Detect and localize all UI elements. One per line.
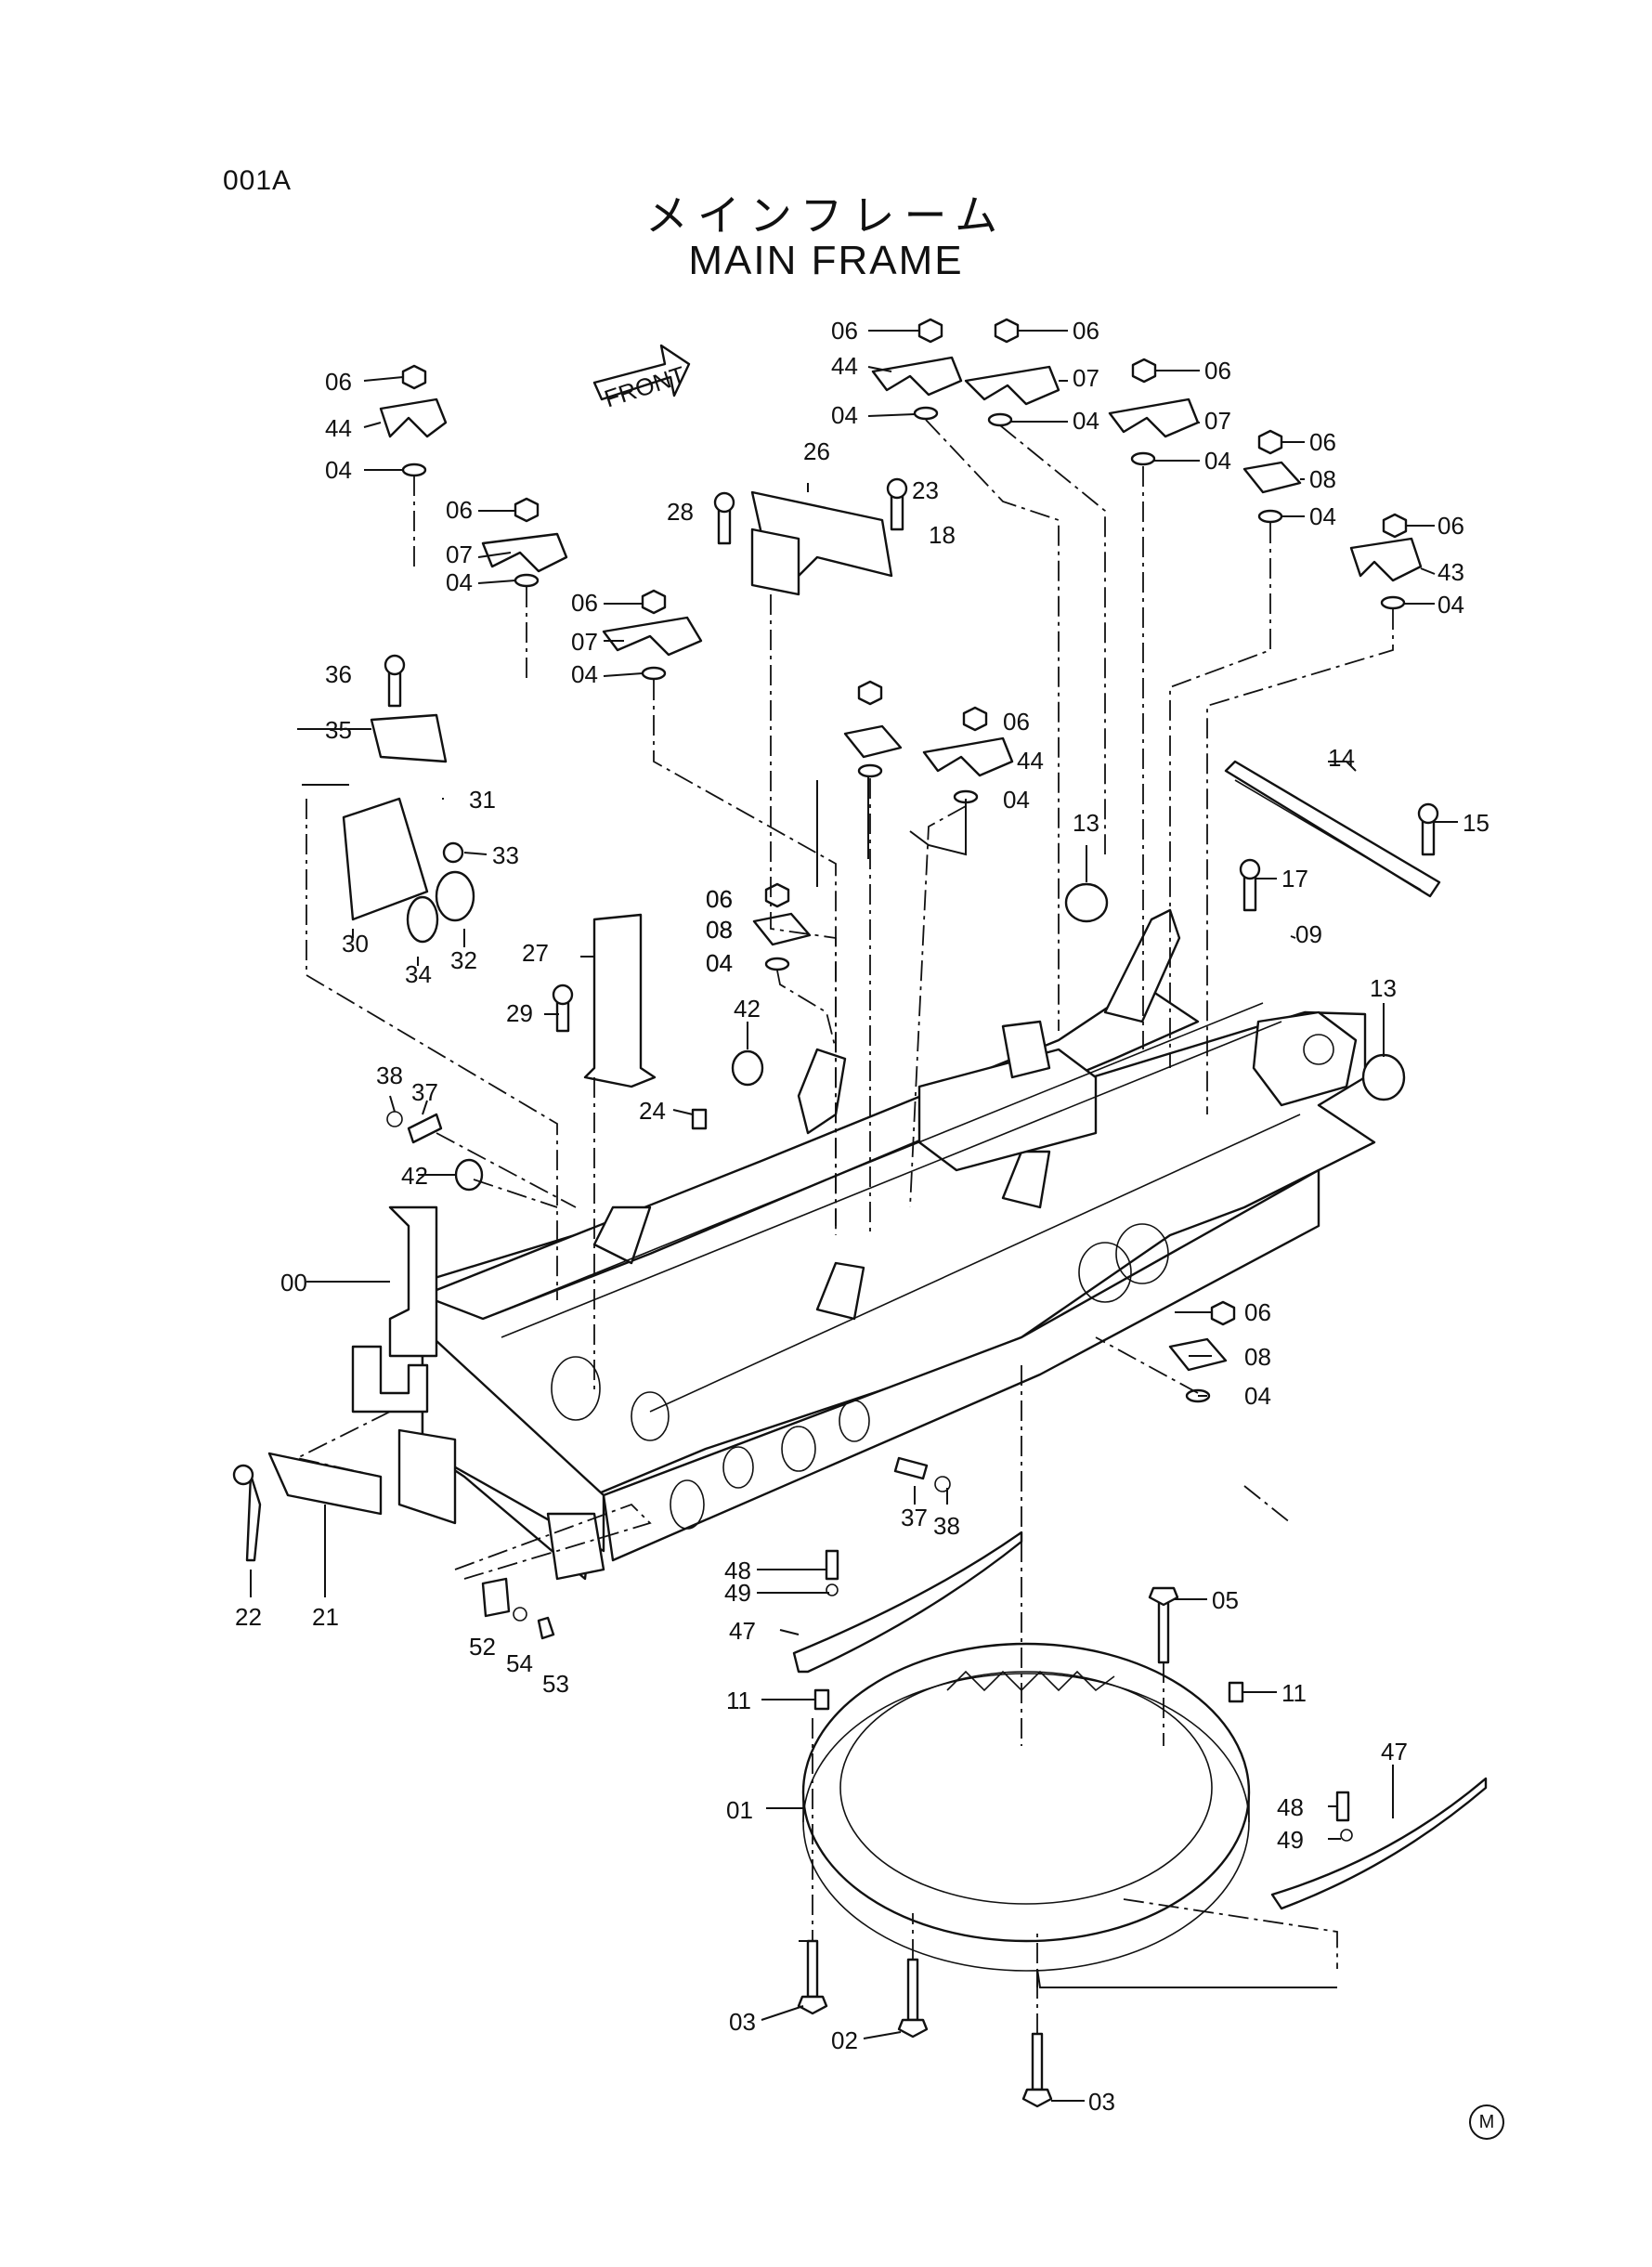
callout-label: 52: [469, 1633, 496, 1661]
callout-label: 08: [1244, 1343, 1271, 1371]
leader-lines: [250, 330, 1458, 2102]
callout-label: 26: [803, 437, 830, 465]
callout-label: 04: [706, 949, 733, 977]
bracket-35-assembly: [342, 713, 475, 944]
callout-label: 36: [325, 660, 352, 688]
callout-label: 43: [1437, 558, 1464, 586]
callout-label: 29: [506, 999, 533, 1027]
callout-label: 31: [469, 786, 496, 814]
callout-label: 06: [1244, 1298, 1271, 1326]
callout-label: 11: [1281, 1679, 1307, 1707]
callout-label: 11: [726, 1687, 751, 1714]
callout-label: 04: [1073, 407, 1099, 435]
callout-label: 01: [726, 1796, 753, 1824]
callout-label: 13: [1370, 974, 1397, 1002]
callout-label: 07: [1073, 364, 1099, 392]
callout-label: 44: [1017, 747, 1044, 775]
callout-label: 24: [639, 1097, 666, 1125]
callout-label: 23: [912, 476, 939, 504]
callout-label: 47: [1381, 1738, 1408, 1765]
callout-label: 04: [325, 456, 352, 484]
callout-label: 44: [325, 414, 352, 442]
page-code: 001A: [223, 165, 293, 196]
callout-label: 04: [1309, 502, 1336, 530]
callout-label: 37: [411, 1078, 438, 1106]
callout-label: 42: [401, 1162, 428, 1190]
callout-label: 38: [376, 1062, 403, 1089]
callout-label: 17: [1281, 865, 1308, 892]
callout-label: 14: [1328, 744, 1355, 772]
callout-labels: 06 44 04 06 07 04 06 07 04 06 44 04 06 0…: [235, 317, 1489, 2116]
bracket-26: [750, 490, 893, 596]
callout-label: 08: [706, 916, 733, 944]
callout-label: 04: [1244, 1382, 1271, 1410]
callout-label: 07: [446, 541, 473, 568]
callout-label: 05: [1212, 1586, 1239, 1614]
callout-label: 32: [450, 946, 477, 974]
callout-label: 49: [724, 1579, 751, 1607]
callout-label: 06: [831, 317, 858, 345]
ring-bolts: [797, 1549, 1353, 2108]
callout-label: 06: [1437, 512, 1464, 540]
callout-label: 48: [1277, 1793, 1304, 1821]
callout-label: 03: [729, 2008, 756, 2036]
callout-label: 13: [1073, 809, 1099, 837]
callout-label: 33: [492, 841, 519, 869]
callout-label: 44: [831, 352, 858, 380]
callout-label: 54: [506, 1649, 533, 1677]
callout-label: 35: [325, 716, 352, 744]
callout-label: 09: [1295, 920, 1322, 948]
callout-label: 04: [1204, 447, 1231, 475]
callout-label: 42: [734, 995, 761, 1023]
callout-label: 04: [1437, 591, 1464, 619]
callout-label: 02: [831, 2026, 858, 2054]
title-japanese: メインフレーム: [644, 191, 1008, 240]
callout-label: 04: [831, 401, 858, 429]
callout-label: 15: [1463, 809, 1489, 837]
callout-label: 04: [706, 949, 733, 977]
front-arrow-icon: FRONT: [592, 344, 691, 412]
dashed-center-lines: [294, 419, 1394, 2034]
callout-label: 27: [522, 939, 549, 967]
title-english: MAIN FRAME: [688, 238, 964, 283]
callout-label: 04: [1003, 786, 1030, 814]
callout-label: 08: [706, 916, 733, 944]
callout-label: 08: [1309, 465, 1336, 493]
callout-label: 48: [724, 1557, 751, 1584]
callout-label: 37: [901, 1504, 928, 1531]
callout-label: 06: [325, 368, 352, 396]
callout-label: 06: [1073, 317, 1099, 345]
callout-label: 30: [342, 930, 369, 958]
callout-label: 04: [446, 568, 473, 596]
callout-label: 53: [542, 1670, 569, 1698]
beam-14: [1224, 760, 1441, 898]
callout-label: 38: [933, 1512, 960, 1540]
callout-label: 03: [1088, 2088, 1115, 2116]
bracket-27: [583, 913, 657, 1088]
callout-label: 34: [405, 960, 432, 988]
callout-label: 06: [1204, 357, 1231, 384]
callout-label: 28: [667, 498, 694, 526]
callout-label: 06: [1309, 428, 1336, 456]
callout-label: 07: [571, 628, 598, 656]
callout-label: 49: [1277, 1826, 1304, 1854]
callout-label: 47: [729, 1617, 756, 1645]
main-frame-body: [351, 908, 1376, 1581]
callout-label: 22: [235, 1603, 262, 1631]
corner-mark: M: [1469, 2104, 1504, 2140]
swing-bearing-ring: [801, 1642, 1251, 1972]
callout-label: 06: [706, 885, 733, 913]
callout-label: 00: [280, 1269, 307, 1296]
callout-label: 06: [706, 885, 733, 913]
callout-label: 07: [1204, 407, 1231, 435]
callout-label: 06: [446, 496, 473, 524]
callout-label: 06: [571, 589, 598, 617]
callout-label: 04: [571, 660, 598, 688]
fasteners: [232, 318, 1439, 1640]
callout-label: 06: [1003, 708, 1030, 736]
callout-label: 21: [312, 1603, 339, 1631]
callout-label: 18: [929, 521, 956, 549]
